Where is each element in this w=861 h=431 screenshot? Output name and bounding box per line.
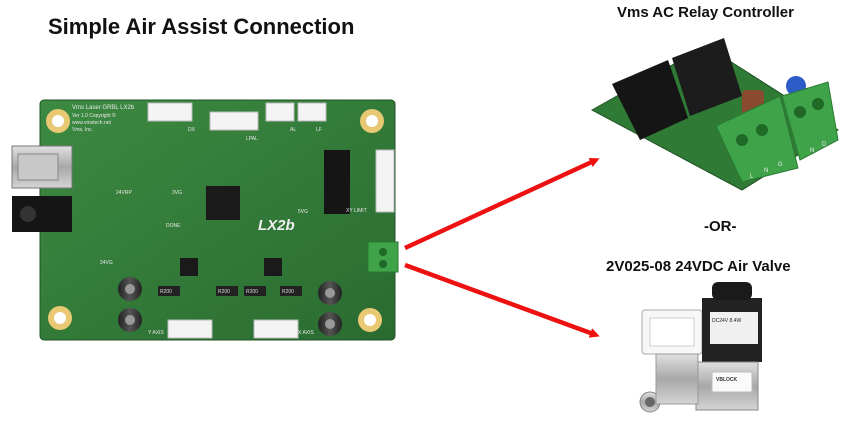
- label-y-axis: Y AXIS: [148, 330, 164, 336]
- resistor-icon: [280, 286, 302, 296]
- arrow-to-relay: [404, 157, 600, 251]
- label-r200: R200: [218, 289, 230, 295]
- relay-terminal-label-d: D: [822, 142, 827, 148]
- board-brand-line4: Vms, Inc.: [72, 127, 93, 133]
- valve-brand: VBLOCK: [716, 377, 738, 383]
- relay-terminal-label-n2: N: [810, 148, 814, 154]
- label-r200: R200: [160, 289, 172, 295]
- arrow-to-valve: [404, 262, 600, 338]
- dc-power-jack-icon: [12, 196, 72, 232]
- ac-relay-controller: L N G N D: [590, 38, 839, 191]
- label-3vg: 3VG: [172, 190, 182, 196]
- label-5vg: 5VG: [298, 209, 308, 215]
- relay-terminal-blocks: [715, 81, 839, 183]
- xy-limit-connector: [324, 150, 350, 214]
- label-lpal: LPAL: [246, 136, 258, 142]
- x-axis-connector: [253, 319, 299, 339]
- relay-controller-title: Vms AC Relay Controller: [617, 4, 794, 21]
- diagram-title: Simple Air Assist Connection: [48, 14, 355, 39]
- board-brand-line2: Ver 1.0 Copyright ©: [72, 112, 116, 119]
- or-separator: -OR-: [704, 218, 737, 235]
- resistor-icon: [216, 286, 238, 296]
- label-xy-limit: XY LIMIT: [346, 208, 367, 214]
- relay-terminal-label-n: N: [764, 168, 768, 174]
- air-assist-terminal-block: [367, 241, 399, 273]
- relay-icon: [612, 38, 742, 140]
- top-header-connectors: [147, 102, 327, 131]
- board-brand-line3: www.vmstech.net: [72, 120, 112, 126]
- label-r200: R200: [246, 289, 258, 295]
- relay-terminal-label-g: G: [778, 162, 783, 168]
- board-name: LX2b: [258, 217, 295, 234]
- usb-port-icon: [11, 145, 73, 189]
- capacitor-icon: [118, 277, 342, 336]
- air-valve: DC24V 8.4W VBLOCK: [639, 282, 762, 413]
- relay-terminal-label-l: L: [750, 174, 754, 180]
- label-24vg: 24VG: [100, 260, 113, 266]
- driver-chip-icon: [264, 258, 282, 276]
- label-r200: R200: [282, 289, 294, 295]
- lx2b-controller-board: Vms Laser GRBL LX2b Ver 1.0 Copyright © …: [11, 99, 399, 341]
- air-valve-title: 2V025-08 24VDC Air Valve: [606, 258, 791, 275]
- label-al: AL: [290, 127, 296, 133]
- side-header-connector: [375, 149, 395, 213]
- driver-chip-icon: [180, 258, 198, 276]
- board-brand-line1: Vms Laser GRBL LX2b: [72, 105, 135, 111]
- label-x-axis: X AXIS: [298, 330, 315, 336]
- y-axis-connector: [167, 319, 213, 339]
- resistor-icon: [244, 286, 266, 296]
- label-lf: LF: [316, 127, 322, 133]
- label-dx: DX: [188, 127, 196, 133]
- valve-coil-text: DC24V 8.4W: [712, 318, 741, 324]
- label-done: DONE: [166, 223, 181, 229]
- mounting-hole-icon: [46, 109, 384, 332]
- mcu-chip-icon: [206, 186, 240, 220]
- label-24vrp: 24VRP: [116, 190, 133, 196]
- resistor-icon: [158, 286, 180, 296]
